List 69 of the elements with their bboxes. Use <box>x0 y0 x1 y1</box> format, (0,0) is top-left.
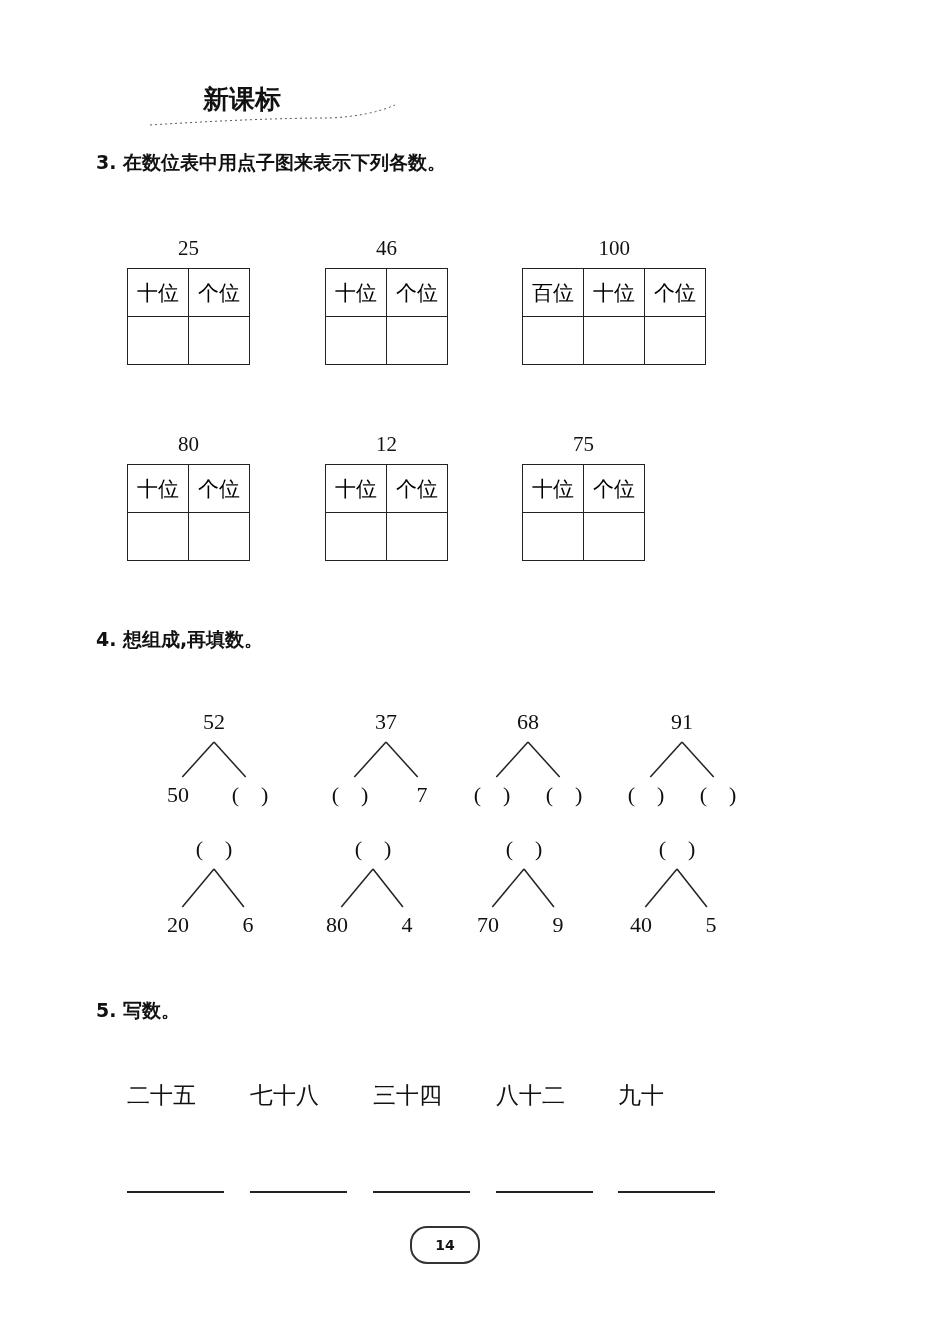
number-text: 52 <box>201 709 227 735</box>
column-header: 百位 <box>522 268 584 317</box>
branch-line <box>353 741 387 778</box>
column-header: 十位 <box>325 464 387 513</box>
number-text: 70 <box>475 912 501 938</box>
column-header: 个位 <box>644 268 706 317</box>
header-title: 新课标 <box>203 83 281 116</box>
number-text: 5 <box>703 912 719 938</box>
number-text: ( ) <box>625 782 667 808</box>
number-text: 68 <box>515 709 541 735</box>
branch-line <box>385 741 419 778</box>
number-label: 12 <box>375 432 398 457</box>
number-word: 二十五 <box>127 1081 196 1110</box>
number-text: ( ) <box>543 782 585 808</box>
number-text: 7 <box>414 782 430 808</box>
branch-line <box>181 741 215 778</box>
number-text: ( ) <box>697 782 739 808</box>
number-text: 50 <box>165 782 191 808</box>
branch-line <box>495 741 529 778</box>
number-text: 91 <box>669 709 695 735</box>
number-label: 25 <box>177 236 200 261</box>
branch-line <box>213 741 247 778</box>
column-header: 十位 <box>583 268 645 317</box>
number-text: 4 <box>399 912 415 938</box>
column-header: 个位 <box>188 268 250 317</box>
number-text: 37 <box>373 709 399 735</box>
branch-line <box>523 868 555 908</box>
column-header: 十位 <box>325 268 387 317</box>
number-text: ( ) <box>471 782 513 808</box>
page-number: 14 <box>410 1226 480 1264</box>
number-text: ( ) <box>503 836 545 862</box>
branch-line <box>527 741 561 778</box>
number-label: 80 <box>177 432 200 457</box>
branch-line <box>372 868 404 908</box>
column-header: 个位 <box>386 268 448 317</box>
branch-line <box>491 868 525 908</box>
number-word: 八十二 <box>496 1081 565 1110</box>
number-text: 9 <box>550 912 566 938</box>
number-label: 46 <box>375 236 398 261</box>
column-header: 十位 <box>127 268 189 317</box>
question-text: 5. 写数。 <box>96 998 181 1023</box>
number-text: ( ) <box>656 836 698 862</box>
column-header: 个位 <box>386 464 448 513</box>
question-text: 3. 在数位表中用点子图来表示下列各数。 <box>96 150 447 175</box>
number-word: 三十四 <box>373 1081 442 1110</box>
number-text: ( ) <box>193 836 235 862</box>
number-word: 九十 <box>618 1081 664 1110</box>
number-label: 75 <box>572 432 595 457</box>
number-text: 20 <box>165 912 191 938</box>
number-text: 80 <box>324 912 350 938</box>
branch-line <box>213 868 245 908</box>
number-text: 40 <box>628 912 654 938</box>
branch-line <box>681 741 715 778</box>
branch-line <box>676 868 708 908</box>
column-header: 个位 <box>188 464 250 513</box>
number-text: ( ) <box>329 782 371 808</box>
branch-line <box>181 868 215 908</box>
column-header: 十位 <box>127 464 189 513</box>
number-text: ( ) <box>352 836 394 862</box>
branch-line <box>644 868 678 908</box>
number-text: ( ) <box>229 782 271 808</box>
branch-line <box>649 741 683 778</box>
number-text: 6 <box>240 912 256 938</box>
number-label: 100 <box>597 236 631 261</box>
branch-line <box>340 868 374 908</box>
column-header: 个位 <box>583 464 645 513</box>
question-text: 4. 想组成,再填数。 <box>96 627 264 652</box>
column-header: 十位 <box>522 464 584 513</box>
number-word: 七十八 <box>250 1081 319 1110</box>
